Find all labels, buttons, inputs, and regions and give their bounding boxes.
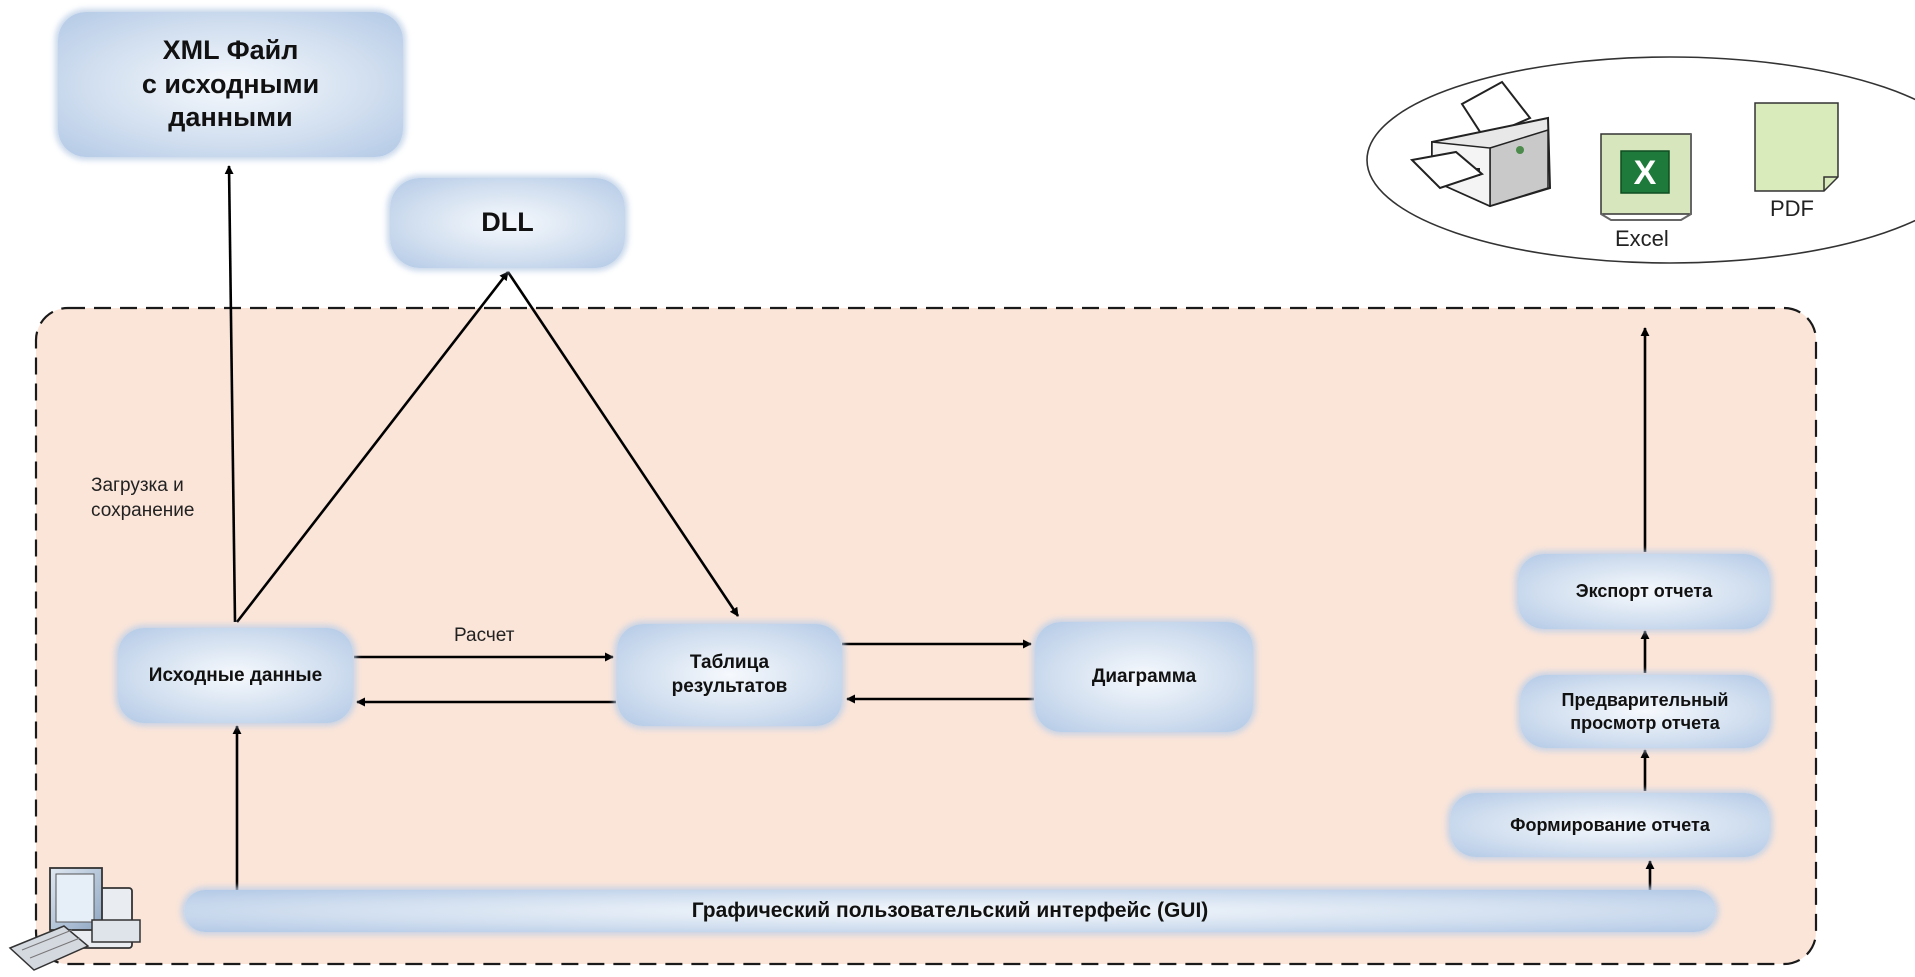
load-save-label: Загрузка и сохранение: [91, 475, 195, 521]
report-preview-node: Предварительный просмотр отчета: [1520, 675, 1770, 748]
dll-node: DLL: [390, 178, 625, 268]
report-build-node: Формирование отчета: [1450, 793, 1770, 857]
diagram-node: Диаграмма: [1035, 622, 1253, 732]
arrow-input-to-xml: [224, 165, 237, 623]
printer-icon: [1409, 80, 1552, 208]
computer-icon: [8, 867, 141, 971]
svg-text:X: X: [1634, 154, 1657, 192]
excel-file-icon: X: [1600, 133, 1692, 221]
pdf-label: PDF: [1770, 196, 1814, 221]
calc-label: Расчет: [454, 625, 515, 646]
arrow-dll-to-table: [506, 271, 740, 617]
excel-label: Excel: [1615, 226, 1669, 251]
pdf-file-icon: [1754, 102, 1839, 192]
xml-file-node: XML Файл с исходными данными: [58, 12, 403, 157]
arrow-input-to-dll: [235, 271, 510, 623]
input-data-node: Исходные данные: [118, 628, 353, 723]
gui-bar: Графический пользовательский интерфейс (…: [184, 890, 1716, 932]
application-container: [34, 306, 1818, 966]
results-table-node: Таблица результатов: [617, 624, 842, 726]
report-export-node: Экспорт отчета: [1518, 554, 1770, 629]
